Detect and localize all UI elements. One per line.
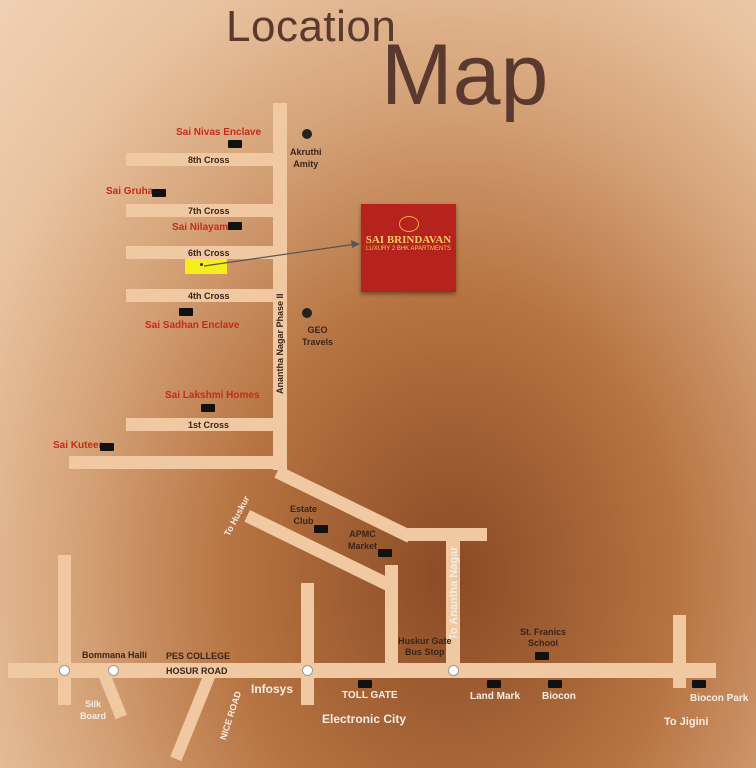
marker-apmc-market [378,549,392,557]
marker-sai-lakshmi-homes [201,404,215,412]
label-biocon-park: Biocon Park [690,693,749,704]
marker-toll-gate [358,680,372,688]
marker-sai-kuteer [100,443,114,451]
road-4th-cross [126,289,276,302]
logo-subtitle: LUXURY 2 BHK APARTMENTS [366,246,451,252]
label-sai-kuteer: Sai Kuteer [53,440,103,451]
marker-land-mark [487,680,501,688]
label-pes-college: PES COLLEGE [166,651,231,661]
junction-bommana-halli [108,665,119,676]
label-st-francis-school: St. Franics School [520,627,567,648]
project-site-pin [200,263,203,266]
road-7th-cross [126,204,276,217]
label-akruthi-amity: Akruthi Amity [290,147,322,169]
label-sai-nivas-enclave: Sai Nivas Enclave [176,127,262,138]
junction-silk-board [59,665,70,676]
road-1st-cross [126,418,276,431]
label-sai-lakshmi-homes: Sai Lakshmi Homes [165,390,260,401]
label-sai-nilayam: Sai Nilayam [172,222,229,233]
label-toll-gate: TOLL GATE [342,690,398,701]
junction-huskur-gate [448,665,459,676]
street-label-4th-cross: 4th Cross [188,291,230,301]
marker-akruthi-amity [302,129,312,139]
marker-sai-nilayam [228,222,242,230]
logo-emblem-icon [398,216,419,232]
label-land-mark: Land Mark [470,691,521,702]
label-estate-club: Estate Club [290,504,318,526]
street-label-8th-cross: 8th Cross [188,155,230,165]
marker-geo-travels [302,308,312,318]
marker-estate-club [314,525,328,533]
label-sai-sadhan-enclave: Sai Sadhan Enclave [145,320,240,331]
road-to-anantha-nagar [446,528,460,670]
junction-electronic-city [302,665,313,676]
street-label-6th-cross: 6th Cross [188,248,230,258]
road-jigini-vertical [673,615,686,688]
street-label-hosur-road: HOSUR ROAD [166,666,228,676]
logo-name: SAI BRINDAVAN [365,234,452,246]
label-to-jigini: To Jigini [664,716,709,728]
road-hosur [8,663,716,678]
marker-sai-nivas-enclave [228,140,242,148]
label-electronic-city: Electronic City [322,712,407,726]
label-sai-gruha: Sai Gruha [106,186,154,197]
title-location: Location [226,2,397,51]
sai-brindavan-logo: SAI BRINDAVAN LUXURY 2 BHK APARTMENTS [361,204,456,292]
label-apmc-market: APMC Market [348,529,378,551]
label-huskur-gate-bus-stop: Huskur Gate Bus Stop [398,636,452,657]
street-label-1st-cross: 1st Cross [188,420,230,430]
title-map: Map [381,27,549,123]
marker-biocon [548,680,562,688]
label-biocon: Biocon [542,691,576,702]
label-silk-board: Silk Board [80,699,107,721]
road-anantha-nagar-phase-ii [273,103,287,470]
label-infosys: Infosys [251,682,294,696]
marker-biocon-park [692,680,706,688]
road-huskur-vertical [385,565,398,669]
road-bottom-cross [69,456,287,469]
project-site-highlight [185,259,227,274]
street-label-7th-cross: 7th Cross [188,206,230,216]
marker-sai-gruha [152,189,166,197]
label-bommana-halli: Bommana Halli [82,650,148,660]
road-6th-cross [126,246,276,259]
marker-sai-sadhan-enclave [179,308,193,316]
marker-st-francis-school [535,652,549,660]
road-8th-cross [126,153,276,166]
label-geo-travels: GEO Travels [302,325,334,347]
